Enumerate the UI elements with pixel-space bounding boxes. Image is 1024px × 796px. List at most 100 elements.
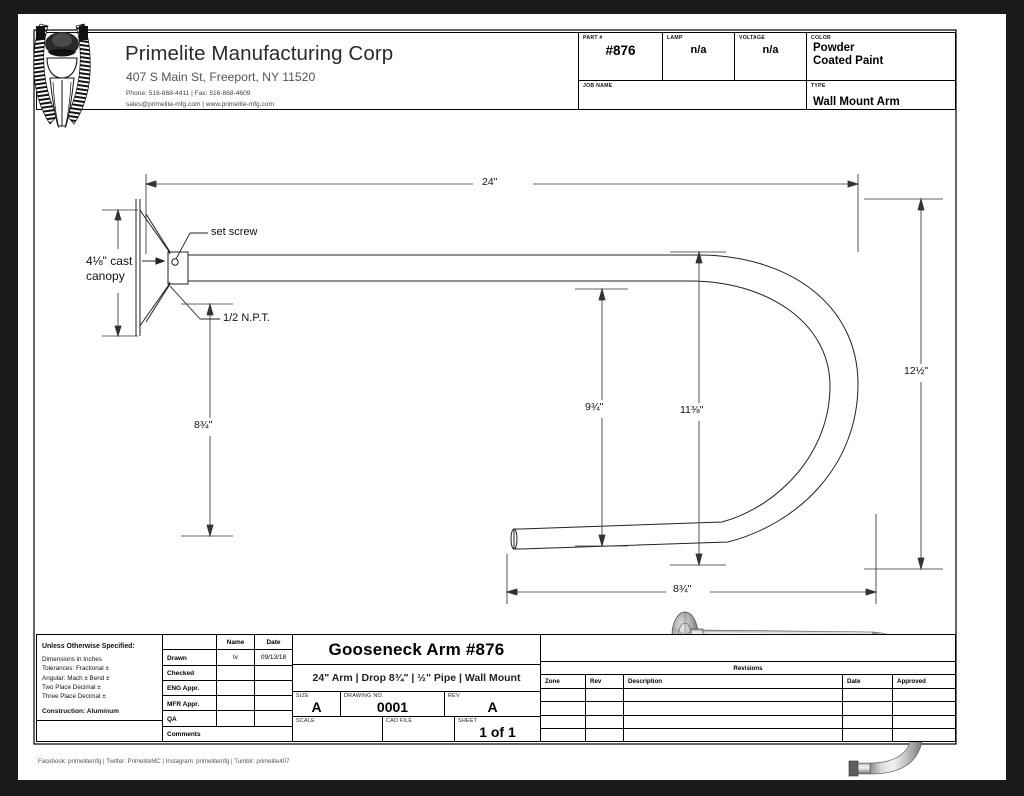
revisions-cell-zone[interactable]	[541, 728, 586, 741]
spec-line-4: Three Place Decimal ±	[42, 693, 106, 701]
revisions-header-row: Zone Rev Description Date Approved	[541, 675, 955, 689]
spec-divider	[37, 720, 162, 721]
revisions-col-date: Date	[843, 675, 893, 688]
main-title-panel: Gooseneck Arm #876 24" Arm | Drop 8¾" | …	[293, 635, 541, 741]
approvals-label-drawn: Drawn	[163, 650, 217, 665]
revisions-col-zone: Zone	[541, 675, 586, 688]
eagle-crest-flags-logo	[26, 8, 98, 148]
revisions-cell-approved[interactable]	[893, 689, 955, 701]
revisions-row[interactable]	[541, 702, 955, 716]
revisions-col-description: Description	[624, 675, 843, 688]
gooseneck-arm-outline	[188, 254, 859, 550]
part-number-label: PART #	[583, 35, 603, 41]
dimension-overall-24	[144, 174, 860, 254]
revisions-table: Revisions Zone Rev Description Date Appr…	[541, 635, 955, 741]
approvals-col-date: Date	[266, 638, 281, 646]
revisions-cell-date[interactable]	[843, 689, 893, 702]
approvals-date-eng[interactable]	[255, 681, 292, 695]
revision-value: A	[487, 699, 498, 715]
field-scale: Scale	[293, 717, 383, 741]
drawing-title: Gooseneck Arm #876	[293, 635, 540, 666]
drawing-number-label: Drawing No.	[344, 693, 384, 699]
revisions-cell-description[interactable]	[624, 702, 843, 715]
field-sheet: Sheet 1 of 1	[455, 717, 540, 741]
approvals-date-checked[interactable]	[255, 666, 292, 680]
approvals-date-mfr[interactable]	[255, 696, 292, 710]
leader-set-screw	[175, 232, 208, 260]
company-info: Primelite Manufacturing Corp 407 S Main …	[37, 33, 579, 109]
canopy-label-line2: canopy	[86, 269, 125, 283]
type-label: TYPE	[811, 83, 826, 89]
approvals-header-row: Name Date	[163, 635, 292, 651]
revisions-cell-approved[interactable]	[893, 702, 955, 714]
approvals-date-drawn[interactable]: 09/13/18	[260, 653, 287, 661]
approvals-name-eng[interactable]	[217, 680, 255, 696]
revisions-cell-zone[interactable]	[541, 715, 586, 728]
approvals-row-qa: QA	[163, 711, 292, 727]
revisions-cell-description[interactable]	[624, 728, 843, 741]
revisions-cell-rev[interactable]	[586, 689, 624, 702]
approvals-row-eng: ENG Appr.	[163, 680, 292, 697]
revisions-cell-zone[interactable]	[541, 689, 586, 702]
approvals-label-qa: QA	[163, 711, 217, 726]
revisions-cell-date[interactable]	[843, 715, 893, 728]
approvals-name-mfr[interactable]	[217, 696, 255, 711]
approvals-name-qa[interactable]	[217, 711, 255, 726]
revisions-row[interactable]	[541, 689, 955, 703]
revisions-cell-approved[interactable]	[893, 729, 955, 741]
approvals-row-mfr: MFR Appr.	[163, 696, 292, 712]
approvals-name-checked[interactable]	[217, 665, 255, 680]
revisions-cell-date[interactable]	[843, 702, 893, 715]
leader-npt	[169, 285, 220, 320]
color-value-line1: Powder	[813, 42, 855, 54]
revisions-spacer	[541, 635, 955, 662]
field-size: Size A	[293, 692, 341, 716]
dimension-label-overall-24: 24"	[482, 176, 498, 188]
revisions-cell-rev[interactable]	[586, 702, 624, 715]
sheet-label: Sheet	[458, 718, 478, 724]
approvals-name-drawn[interactable]: lv	[217, 650, 255, 665]
dimension-drop-mid-9750	[575, 287, 628, 548]
revisions-title-text: Revisions	[733, 664, 763, 672]
field-part-number: PART # #876	[579, 33, 663, 80]
dimension-label-drop-left: 8¾"	[194, 419, 213, 431]
color-value-line2: Coated Paint	[813, 55, 884, 67]
company-email-line: sales@primelite-mfg.com | www.primelite-…	[126, 101, 275, 108]
revisions-title: Revisions	[541, 662, 955, 675]
revisions-row[interactable]	[541, 728, 955, 741]
title-header-block: Primelite Manufacturing Corp 407 S Main …	[36, 32, 956, 110]
revisions-cell-zone[interactable]	[541, 702, 586, 715]
field-revision: Rev A	[445, 692, 540, 716]
header-fields: PART # #876 LAMP n/a VOLTAGE n/a COLOR P…	[579, 33, 955, 109]
revisions-col-rev: Rev	[586, 675, 624, 688]
revisions-cell-description[interactable]	[624, 689, 843, 702]
spec-line-3: Two Place Decimal ±	[42, 683, 101, 691]
approvals-date-qa[interactable]	[255, 711, 292, 725]
scale-label: Scale	[296, 718, 315, 724]
revisions-cell-rev[interactable]	[586, 715, 624, 728]
wall-canopy-detail	[135, 199, 189, 336]
lamp-label: LAMP	[667, 35, 683, 41]
approvals-label-checked: Checked	[163, 665, 217, 680]
color-label: COLOR	[811, 35, 831, 41]
revisions-col-approved: Approved	[897, 678, 926, 685]
approvals-corner-cell	[163, 635, 217, 650]
spec-line-1: Tolerances: Fractional ±	[42, 665, 109, 673]
revisions-cell-rev[interactable]	[586, 728, 624, 741]
revisions-row[interactable]	[541, 715, 955, 729]
revision-label: Rev	[448, 693, 460, 699]
revisions-cell-date[interactable]	[843, 728, 893, 741]
company-address: 407 S Main St, Freeport, NY 11520	[126, 70, 316, 84]
field-lamp: LAMP n/a	[663, 33, 735, 80]
approvals-row-drawn: Drawn lv 09/13/18	[163, 650, 292, 666]
approvals-label-mfr: MFR Appr.	[163, 696, 217, 711]
revisions-cell-description[interactable]	[624, 715, 843, 728]
drawing-subtitle: 24" Arm | Drop 8¾" | ½" Pipe | Wall Moun…	[293, 665, 540, 692]
title-block: Unless Otherwise Specified: Dimensions i…	[36, 634, 956, 742]
drawing-number-value: 0001	[376, 699, 409, 715]
revisions-cell-approved[interactable]	[893, 716, 955, 728]
type-value: Wall Mount Arm	[813, 96, 900, 108]
field-color: COLOR Powder Coated Paint	[807, 33, 955, 80]
bottom-backdrop-bar	[0, 786, 1024, 796]
annotation-set-screw: set screw	[211, 226, 258, 238]
